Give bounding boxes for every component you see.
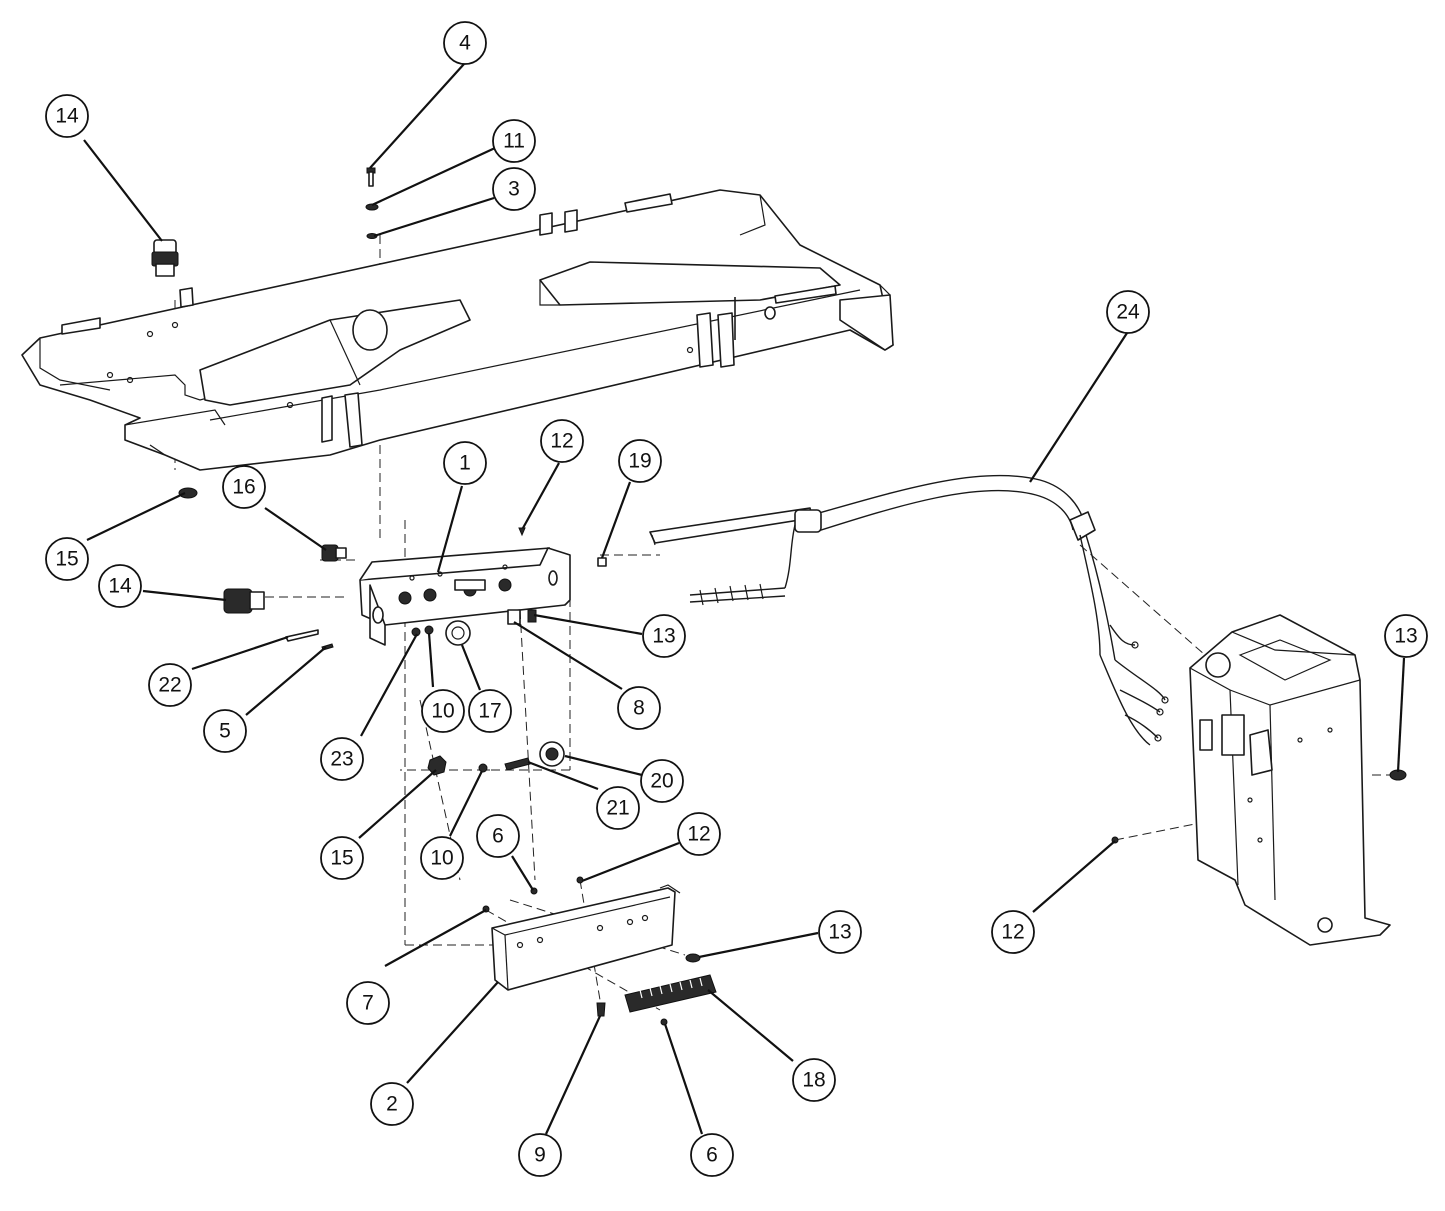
- callout-14: 14: [45, 94, 89, 138]
- svg-text:8: 8: [633, 697, 645, 720]
- callout-21: 21: [596, 786, 640, 830]
- callout-3: 3: [492, 167, 536, 211]
- callout-10: 10: [421, 689, 465, 733]
- callout-14: 14: [98, 564, 142, 608]
- callout-24: 24: [1106, 290, 1150, 334]
- callout-1: 1: [443, 441, 487, 485]
- svg-text:6: 6: [706, 1144, 718, 1167]
- svg-text:4: 4: [459, 32, 471, 55]
- svg-text:20: 20: [650, 770, 673, 793]
- callout-bubbles: 4 11 3 14 24 1 12 19 16 15 14 13 22 5 10…: [45, 21, 1428, 1177]
- callout-13: 13: [642, 614, 686, 658]
- lock-nut-top: [178, 487, 198, 499]
- callout-19: 19: [618, 439, 662, 483]
- callout-20: 20: [640, 759, 684, 803]
- callout-16: 16: [222, 465, 266, 509]
- svg-text:22: 22: [158, 674, 181, 697]
- callout-12: 12: [991, 910, 1035, 954]
- svg-text:21: 21: [606, 797, 629, 820]
- callout-12: 12: [540, 419, 584, 463]
- svg-text:6: 6: [492, 825, 504, 848]
- callout-10: 10: [420, 836, 464, 880]
- svg-text:1: 1: [459, 452, 471, 475]
- svg-text:18: 18: [802, 1069, 825, 1092]
- callout-18: 18: [792, 1058, 836, 1102]
- callout-8: 8: [617, 686, 661, 730]
- svg-text:16: 16: [232, 476, 255, 499]
- callout-12: 12: [677, 812, 721, 856]
- base-plate: [21, 189, 894, 471]
- callout-23: 23: [320, 737, 364, 781]
- svg-text:14: 14: [55, 105, 79, 128]
- cable-harness: [649, 474, 1169, 746]
- callout-13: 13: [818, 910, 862, 954]
- callout-15: 15: [320, 836, 364, 880]
- svg-text:19: 19: [628, 450, 651, 473]
- callout-9: 9: [518, 1133, 562, 1177]
- terminal-strip: [624, 974, 717, 1013]
- callout-6: 6: [476, 814, 520, 858]
- svg-text:12: 12: [1001, 921, 1024, 944]
- callout-22: 22: [148, 663, 192, 707]
- screw-and-washers: [365, 167, 379, 239]
- svg-text:11: 11: [503, 130, 525, 153]
- leader-lines: [83, 63, 1406, 1135]
- svg-text:5: 5: [219, 720, 231, 743]
- callout-4: 4: [443, 21, 487, 65]
- callout-7: 7: [346, 981, 390, 1025]
- callout-11: 11: [492, 119, 536, 163]
- callout-13: 13: [1384, 614, 1428, 658]
- svg-text:14: 14: [108, 575, 132, 598]
- box-hardware: [223, 527, 607, 651]
- callout-6: 6: [690, 1133, 734, 1177]
- svg-text:3: 3: [508, 178, 520, 201]
- svg-text:15: 15: [55, 548, 78, 571]
- callout-5: 5: [203, 709, 247, 753]
- svg-text:23: 23: [330, 748, 353, 771]
- callout-2: 2: [370, 1082, 414, 1126]
- svg-text:24: 24: [1116, 301, 1140, 324]
- svg-text:13: 13: [652, 625, 675, 648]
- cable-gland-top: [151, 239, 179, 277]
- callout-17: 17: [468, 689, 512, 733]
- control-enclosure: [1111, 614, 1407, 946]
- callout-15: 15: [45, 537, 89, 581]
- lower-hardware: [427, 741, 565, 776]
- svg-text:15: 15: [330, 847, 353, 870]
- svg-text:13: 13: [1394, 625, 1417, 648]
- svg-text:10: 10: [430, 847, 453, 870]
- svg-text:7: 7: [362, 992, 374, 1015]
- mounting-bracket: [482, 876, 701, 1026]
- svg-text:2: 2: [386, 1093, 398, 1116]
- svg-text:17: 17: [478, 700, 501, 723]
- svg-text:12: 12: [550, 430, 573, 453]
- svg-text:12: 12: [687, 823, 710, 846]
- svg-text:13: 13: [828, 921, 851, 944]
- svg-text:10: 10: [431, 700, 454, 723]
- svg-text:9: 9: [534, 1144, 546, 1167]
